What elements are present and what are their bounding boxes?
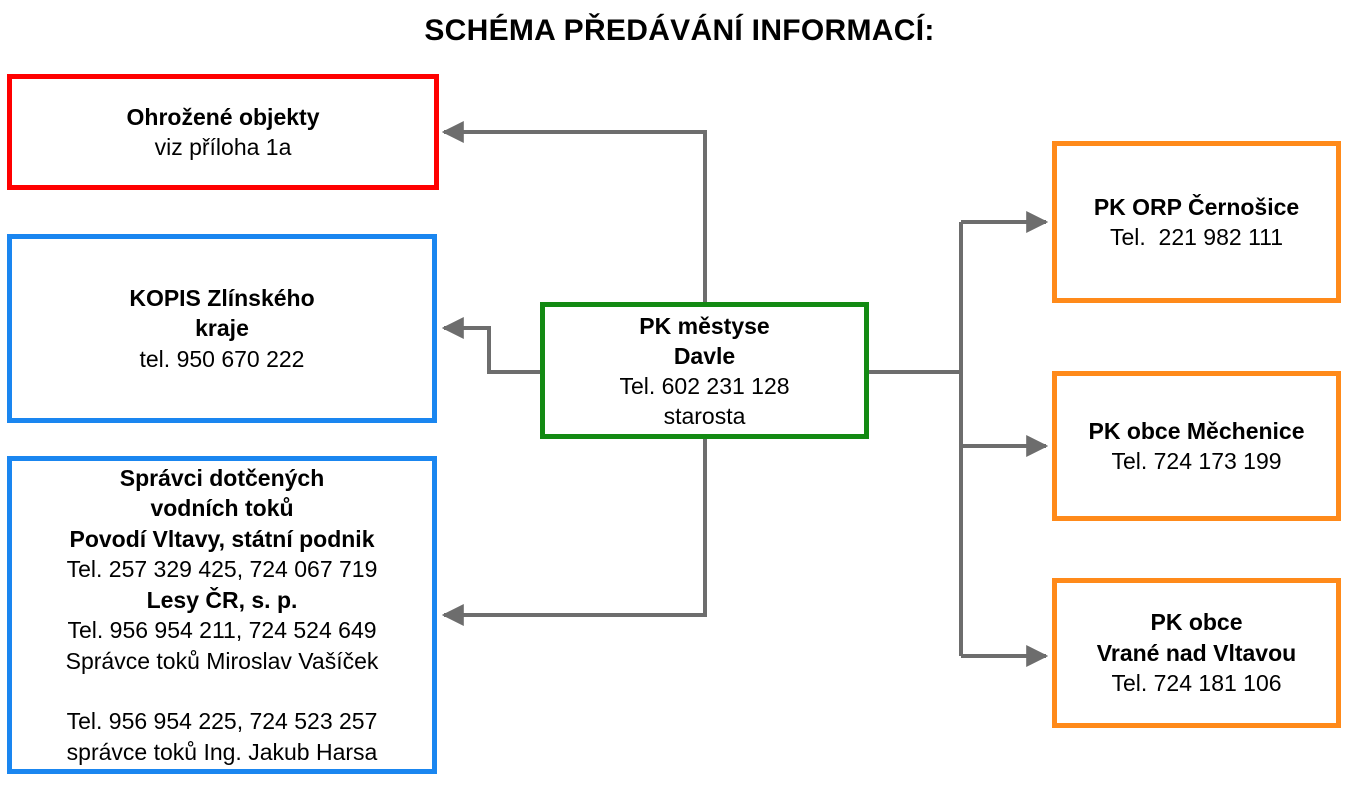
spravce-toku-2: správce toků Ing. Jakub Harsa xyxy=(66,738,378,765)
vrane-phone: Tel. 724 181 106 xyxy=(1111,670,1282,697)
kopis-heading-2: kraje xyxy=(195,315,249,342)
arrow-to-spravci xyxy=(441,437,707,626)
box-ohrozene-objekty: Ohrožené objekty viz příloha 1a xyxy=(7,74,439,190)
lesy-cr-phone-2: Tel. 956 954 225, 724 523 257 xyxy=(66,708,378,735)
spravci-heading-2: vodních toků xyxy=(150,495,294,522)
cernosice-phone: Tel. 221 982 111 xyxy=(1109,224,1284,250)
box-mechenice: PK obce Měchenice Tel. 724 173 199 xyxy=(1052,371,1341,521)
spravce-toku-1: Správce toků Miroslav Vašíček xyxy=(65,647,379,674)
lesy-cr-name: Lesy ČR, s. p. xyxy=(146,586,298,613)
mechenice-phone: Tel. 724 173 199 xyxy=(1111,448,1282,474)
lesy-cr-phone-1: Tel. 956 954 211, 724 524 649 xyxy=(67,617,377,644)
povodi-vltavy-name: Povodí Vltavy, státní podnik xyxy=(69,525,375,552)
povodi-vltavy-phone: Tel. 257 329 425, 724 067 719 xyxy=(66,556,378,583)
arrow-to-kopis xyxy=(441,317,543,374)
arrow-to-ohrozene xyxy=(441,121,707,304)
box-kopis: KOPIS Zlínského kraje tel. 950 670 222 xyxy=(7,234,437,423)
box-center-davle: PK městyse Davle Tel. 602 231 128 staros… xyxy=(540,302,869,439)
center-heading-2: Davle xyxy=(673,342,736,369)
cernosice-heading: PK ORP Černošice xyxy=(1093,193,1300,220)
ohrozene-heading: Ohrožené objekty xyxy=(126,103,320,130)
box-spravci-toku: Správci dotčených vodních toků Povodí Vl… xyxy=(7,456,437,774)
kopis-phone: tel. 950 670 222 xyxy=(139,345,305,372)
ohrozene-note: viz příloha 1a xyxy=(154,134,292,160)
vrane-heading-1: PK obce xyxy=(1150,609,1243,636)
diagram-title: SCHÉMA PŘEDÁVÁNÍ INFORMACÍ: xyxy=(424,14,935,47)
center-role: starosta xyxy=(663,402,746,429)
box-vrane: PK obce Vrané nad Vltavou Tel. 724 181 1… xyxy=(1052,578,1341,728)
center-heading-1: PK městyse xyxy=(639,312,770,339)
box-cernosice: PK ORP Černošice Tel. 221 982 111 xyxy=(1052,141,1341,303)
kopis-heading-1: KOPIS Zlínského xyxy=(129,284,315,311)
mechenice-heading: PK obce Měchenice xyxy=(1088,417,1305,444)
vrane-heading-2: Vrané nad Vltavou xyxy=(1096,639,1297,666)
spravci-heading-1: Správci dotčených xyxy=(119,464,325,491)
center-phone: Tel. 602 231 128 xyxy=(619,372,790,399)
